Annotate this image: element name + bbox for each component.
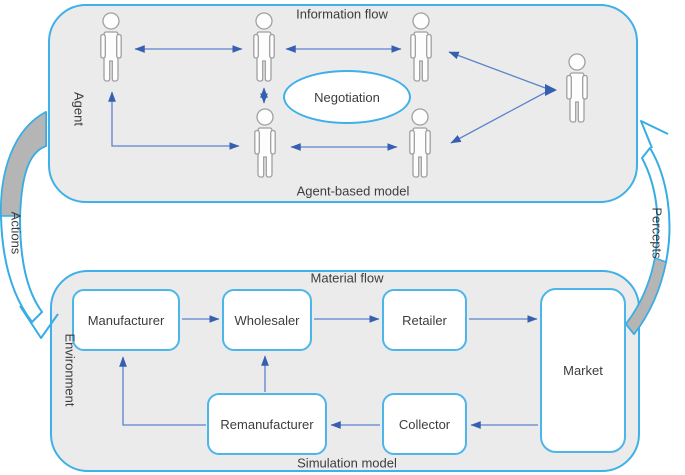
person-icon xyxy=(566,53,588,123)
simulation-model-caption: Simulation model xyxy=(297,455,397,471)
wholesaler-label: Wholesaler xyxy=(234,312,300,328)
percepts-label: Percepts xyxy=(649,207,665,259)
collector-label: Collector xyxy=(398,416,451,432)
actions-arrowhead-icon xyxy=(19,305,59,339)
agent-connectors xyxy=(108,45,557,151)
connector-remanufacturer-manufacturer xyxy=(119,356,206,426)
material-flow-title: Material flow xyxy=(310,270,384,286)
person-icon xyxy=(100,12,122,82)
connector-p1-p4 xyxy=(108,91,240,150)
remanufacturer-label: Remanufacturer xyxy=(220,416,314,432)
connector-p5-p6 xyxy=(450,90,549,144)
node-market: Market xyxy=(540,288,626,453)
retailer-label: Retailer xyxy=(402,312,447,328)
material-connectors xyxy=(119,315,538,429)
person-icon xyxy=(254,108,276,178)
node-wholesaler: Wholesaler xyxy=(222,289,312,351)
agent-based-model-caption: Agent-based model xyxy=(296,183,410,199)
percepts-arrowhead-icon xyxy=(640,120,669,149)
node-remanufacturer: Remanufacturer xyxy=(207,393,327,455)
person-icon xyxy=(410,12,432,82)
market-label: Market xyxy=(563,363,603,378)
actions-label: Actions xyxy=(8,211,24,255)
manufacturer-label: Manufacturer xyxy=(87,312,165,328)
agent-side-label: Agent xyxy=(71,92,87,126)
junction-arrowhead-icon xyxy=(545,84,557,96)
negotiation-ellipse: Negotiation xyxy=(283,70,411,124)
node-manufacturer: Manufacturer xyxy=(72,289,180,351)
person-icon xyxy=(409,108,431,178)
connector-p3-p6 xyxy=(448,51,549,90)
node-collector: Collector xyxy=(382,393,467,455)
node-retailer: Retailer xyxy=(382,289,467,351)
percepts-arrow xyxy=(625,120,671,335)
negotiation-label: Negotiation xyxy=(314,89,380,105)
person-icon xyxy=(253,12,275,82)
actions-arrow xyxy=(0,111,59,339)
environment-side-label: Environment xyxy=(62,333,78,407)
information-flow-title: Information flow xyxy=(296,6,388,22)
